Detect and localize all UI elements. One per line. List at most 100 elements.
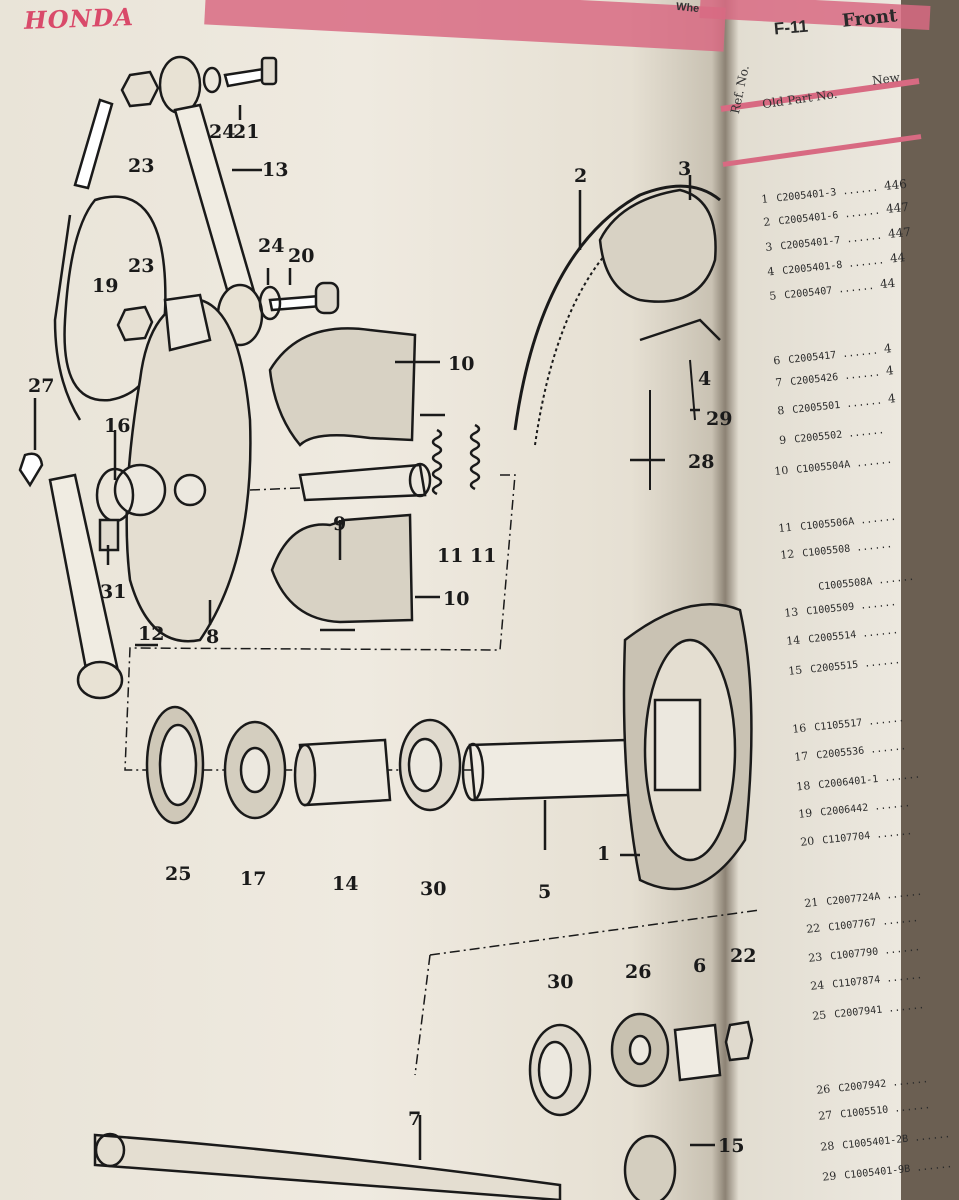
callout-10-upper: 10 xyxy=(448,353,474,375)
row-leader-dots: ...... xyxy=(849,539,893,555)
row-new-part-no xyxy=(911,738,912,752)
row-ref-no: 22 xyxy=(805,921,821,936)
row-new-part-no xyxy=(925,939,926,953)
row-ref-no: 10 xyxy=(773,463,789,479)
callout-3: 3 xyxy=(678,158,691,180)
callout-29: 29 xyxy=(706,408,732,430)
exploded-parts-diagram: 1 2 3 4 5 6 7 8 9 10 10 11 11 12 13 14 1… xyxy=(18,55,761,1200)
row-old-part-no: C2005501 xyxy=(791,399,841,416)
row-ref-no: 4 xyxy=(766,264,776,279)
row-ref-no: 18 xyxy=(795,779,811,794)
row-new-part-no xyxy=(929,997,930,1011)
row-leader-dots: ...... xyxy=(885,1074,929,1090)
row-ref-no xyxy=(791,591,811,593)
callout-24-mid: 24 xyxy=(258,235,284,257)
row-leader-dots: ...... xyxy=(841,425,885,441)
row-old-part-no: C2005401-3 xyxy=(775,187,837,205)
row-ref-no: 29 xyxy=(821,1169,838,1184)
row-leader-dots: ...... xyxy=(853,597,897,613)
callout-5: 5 xyxy=(538,881,551,903)
row-ref-no: 16 xyxy=(791,721,807,736)
row-old-part-no: C2007942 xyxy=(837,1078,887,1095)
row-new-part-no xyxy=(897,536,898,550)
row-new-part-no: 44 xyxy=(889,250,906,266)
callout-15: 15 xyxy=(718,1135,744,1157)
row-new-part-no xyxy=(935,1097,936,1111)
row-ref-no: 25 xyxy=(811,1008,827,1023)
row-new-part-no xyxy=(897,451,898,465)
row-old-part-no: C1005506A xyxy=(799,516,855,533)
row-new-part-no xyxy=(903,622,904,636)
row-new-part-no xyxy=(901,508,902,522)
row-old-part-no: C1005510 xyxy=(839,1104,889,1121)
row-new-part-no xyxy=(917,823,918,837)
row-leader-dots: ...... xyxy=(849,454,893,471)
callout-30-lower: 30 xyxy=(547,971,573,993)
row-leader-dots: ...... xyxy=(867,798,911,814)
row-ref-no: 6 xyxy=(772,353,781,368)
row-ref-no: 28 xyxy=(819,1139,836,1154)
callout-11-right: 11 xyxy=(470,545,496,567)
callout-27: 27 xyxy=(28,375,54,397)
row-leader-dots: ...... xyxy=(831,280,875,297)
callout-26: 26 xyxy=(625,961,651,983)
row-ref-no: 5 xyxy=(768,289,778,303)
row-old-part-no: C1107874 xyxy=(831,974,881,991)
row-old-part-no: C2006401-1 xyxy=(817,773,879,792)
callout-25: 25 xyxy=(165,863,191,885)
row-ref-no: 7 xyxy=(774,375,783,390)
row-leader-dots: ...... xyxy=(857,655,901,671)
callout-1: 1 xyxy=(597,843,610,865)
row-new-part-no xyxy=(909,710,910,724)
parts-list-row: C1005508A ...... xyxy=(790,568,921,596)
row-ref-no: 2 xyxy=(762,215,772,229)
callout-6: 6 xyxy=(693,955,706,977)
row-new-part-no xyxy=(925,766,926,780)
row-leader-dots: ...... xyxy=(877,942,921,958)
row-ref-no: 19 xyxy=(797,806,813,821)
row-leader-dots: ...... xyxy=(879,970,923,986)
row-old-part-no: C2005401-8 xyxy=(781,259,843,277)
row-new-part-no xyxy=(889,422,890,436)
row-new-part-no xyxy=(919,568,920,582)
callout-2: 2 xyxy=(574,165,587,187)
callout-14: 14 xyxy=(332,873,358,895)
row-leader-dots: ...... xyxy=(881,1000,925,1016)
row-old-part-no: C2005502 xyxy=(793,429,843,446)
row-old-part-no: C1105517 xyxy=(813,717,863,734)
row-leader-dots: ...... xyxy=(869,826,913,842)
callout-23-mid: 23 xyxy=(128,255,154,277)
row-old-part-no: C2005515 xyxy=(809,659,859,676)
row-ref-no: 3 xyxy=(764,240,774,254)
row-ref-no: 15 xyxy=(787,663,803,678)
row-leader-dots: ...... xyxy=(835,182,879,199)
callout-20: 20 xyxy=(288,245,314,267)
row-new-part-no: 4 xyxy=(883,341,893,356)
row-old-part-no: C2007941 xyxy=(833,1004,883,1021)
row-ref-no: 20 xyxy=(799,834,815,849)
row-leader-dots: ...... xyxy=(837,205,881,222)
row-leader-dots: ...... xyxy=(841,255,885,271)
row-ref-no: 12 xyxy=(779,547,795,562)
row-ref-no: 27 xyxy=(817,1108,833,1123)
row-leader-dots: ...... xyxy=(871,571,915,588)
row-leader-dots: ...... xyxy=(875,913,919,929)
callout-16: 16 xyxy=(104,415,130,437)
